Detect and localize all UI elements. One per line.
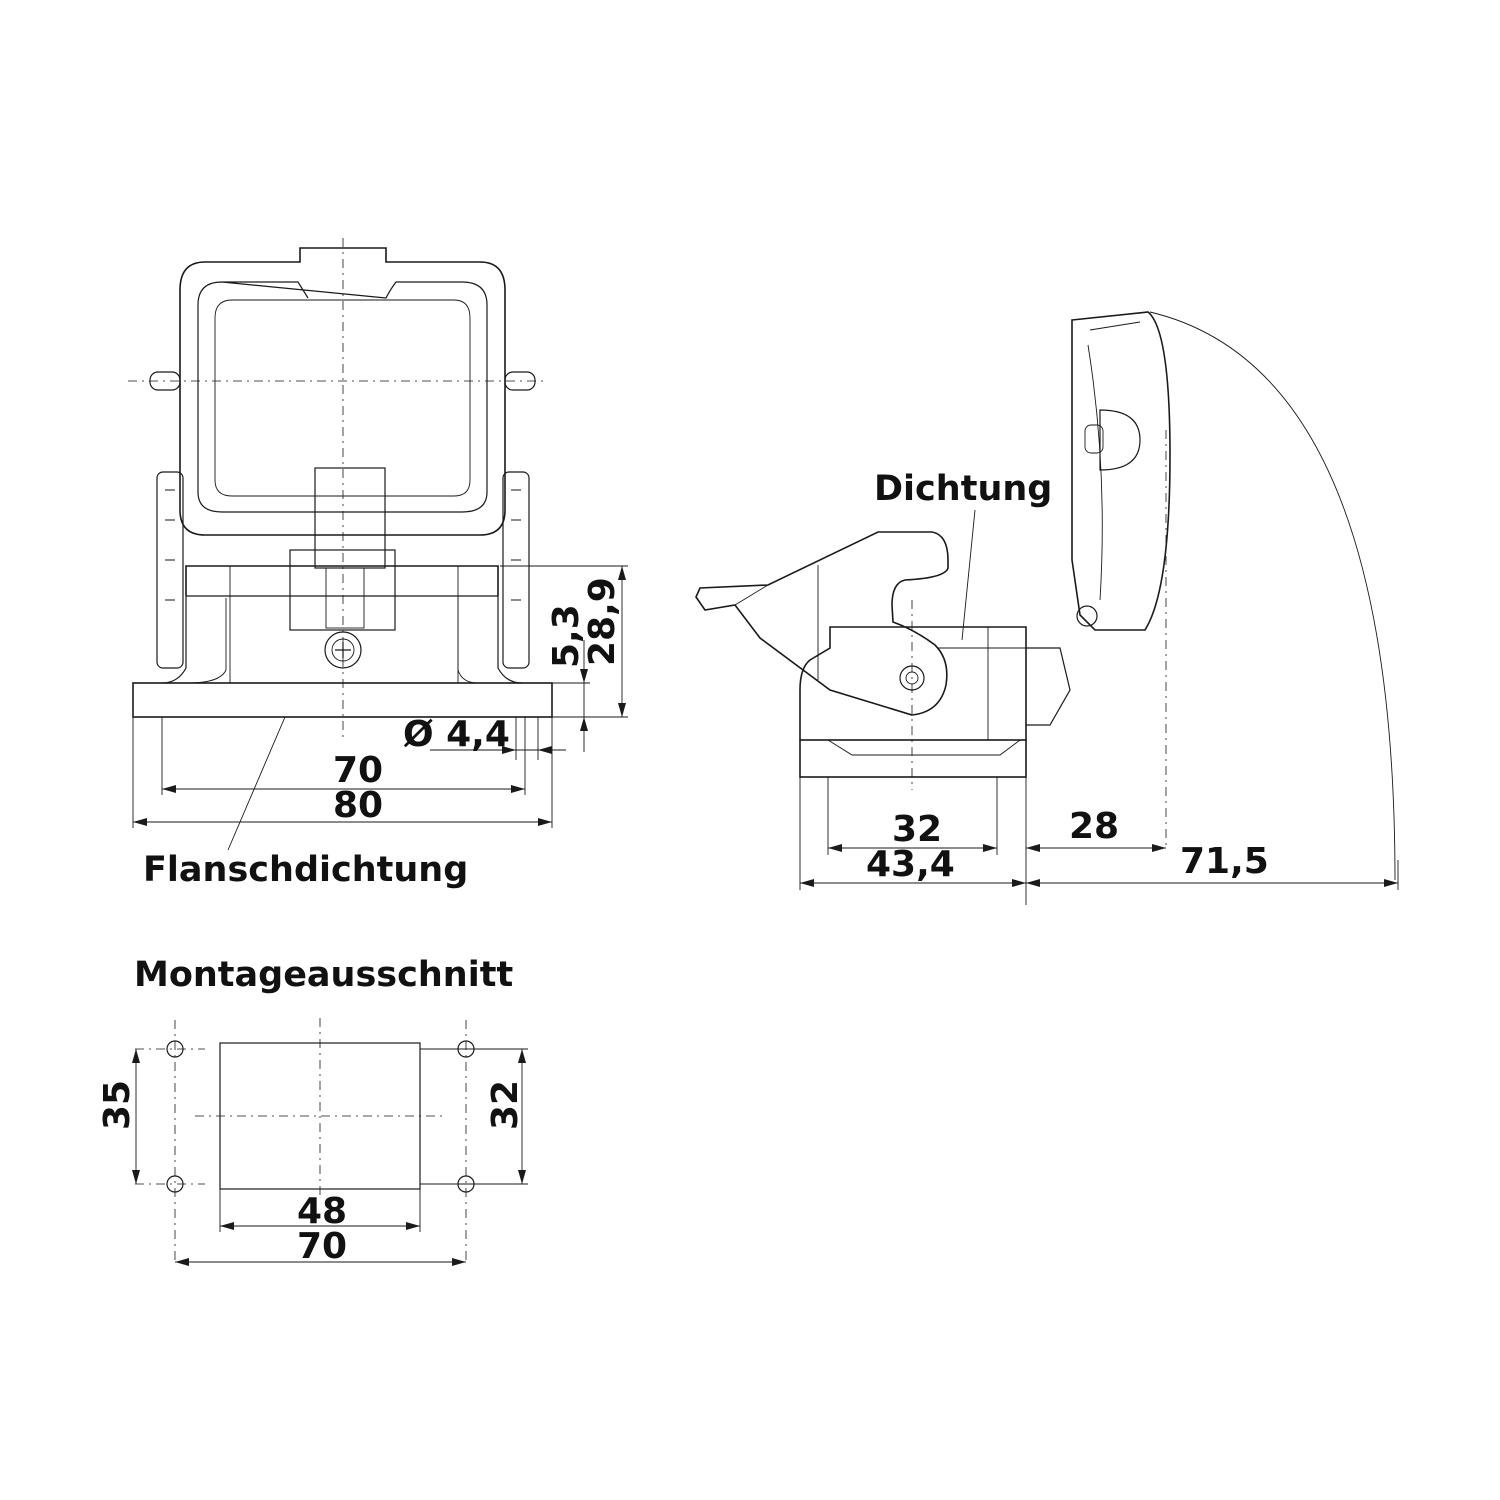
lever-offset-dim: 28 bbox=[1069, 806, 1119, 847]
hole-pitch-horizontal-dim: 70 bbox=[297, 1226, 347, 1267]
hole-diameter-dim: Ø 4,4 bbox=[403, 714, 510, 755]
base-inner-dim: 32 bbox=[892, 809, 942, 850]
side-view bbox=[695, 311, 1396, 881]
flange-height-dim: 5,3 bbox=[546, 604, 587, 668]
side-dimensions bbox=[799, 740, 1399, 905]
total-height-dim: 28,9 bbox=[582, 577, 623, 666]
front-view bbox=[128, 238, 553, 740]
cutout-dimensions bbox=[132, 1048, 528, 1266]
front-dimensions bbox=[132, 565, 628, 851]
opening-height-dim: 32 bbox=[485, 1080, 526, 1130]
hole-pitch-vertical-dim: 35 bbox=[97, 1080, 138, 1130]
base-outer-dim: 43,4 bbox=[866, 844, 955, 885]
hole-spacing-dim: 70 bbox=[333, 750, 383, 791]
flange-seal-label: Flanschdichtung bbox=[143, 850, 468, 890]
opening-width-dim: 48 bbox=[297, 1191, 347, 1232]
flange-width-dim: 80 bbox=[333, 785, 383, 826]
seal-label: Dichtung bbox=[874, 469, 1052, 509]
mounting-cutout-title: Montageausschnitt bbox=[134, 955, 513, 995]
open-reach-dim: 71,5 bbox=[1180, 841, 1269, 882]
